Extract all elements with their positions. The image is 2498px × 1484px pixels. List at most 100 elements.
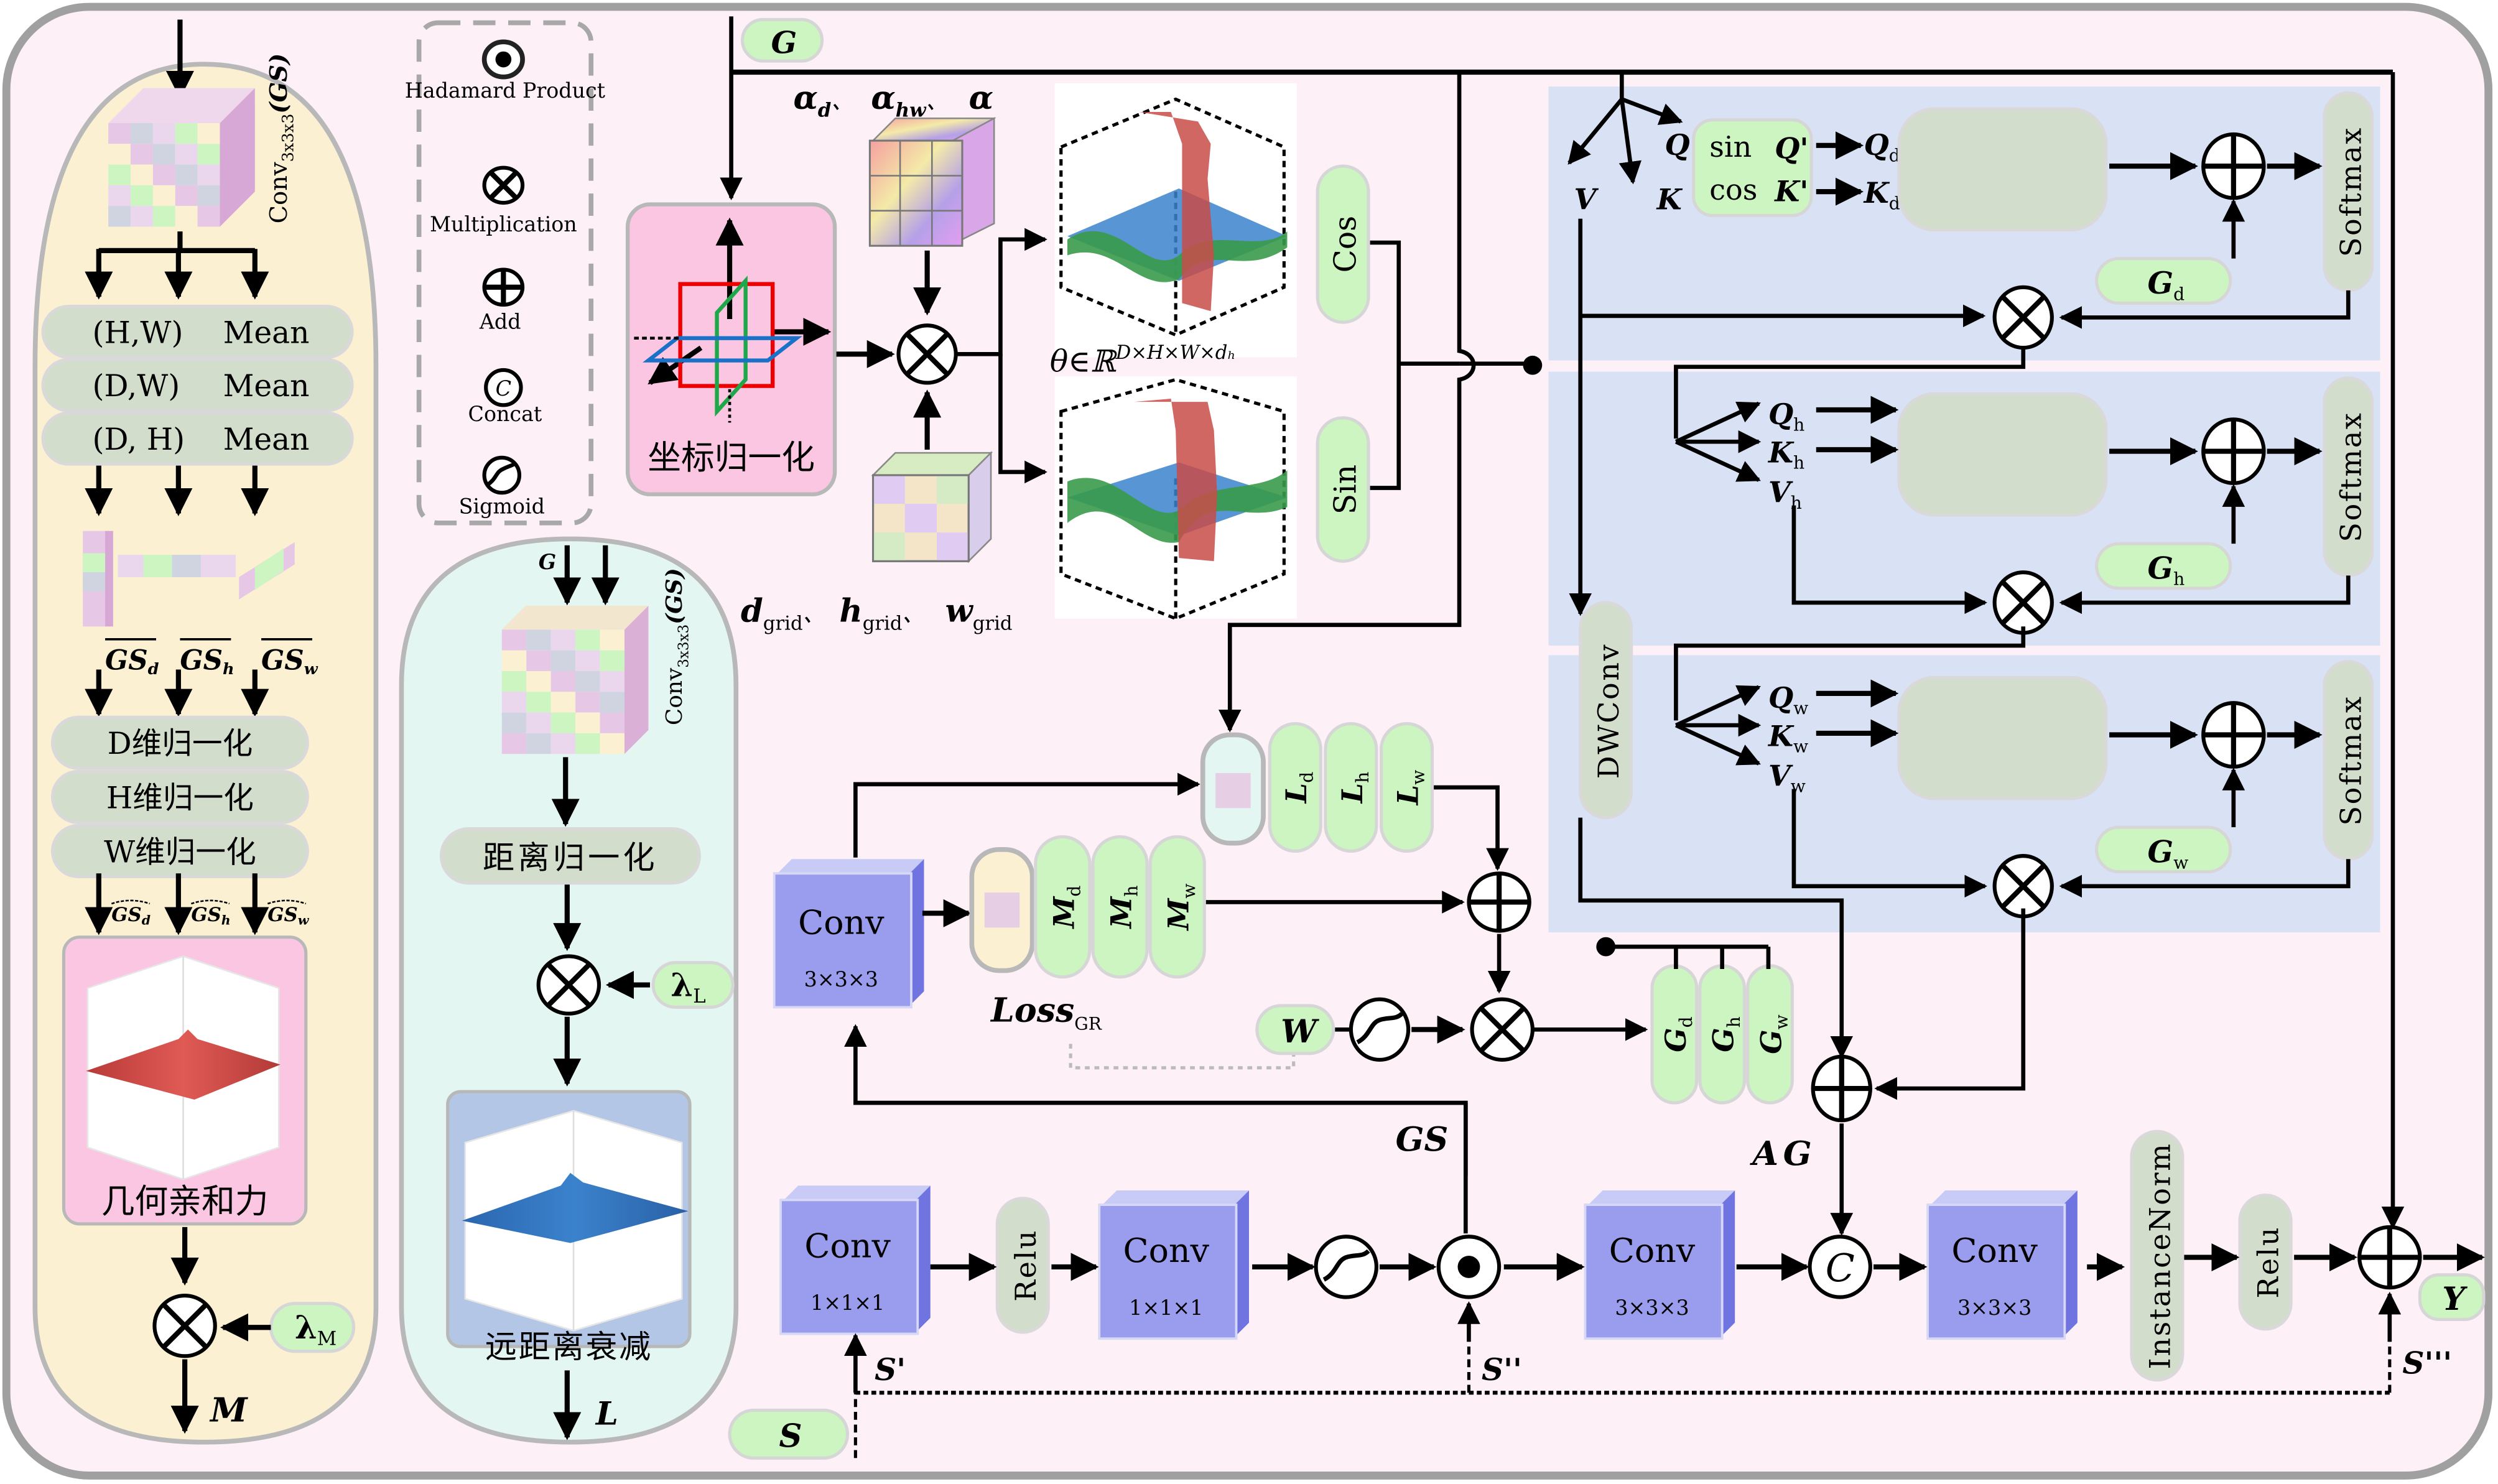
cube-cell <box>575 692 600 713</box>
lambda-m-label: λM <box>295 1309 337 1350</box>
cube-cell <box>501 733 527 754</box>
conv-label: Conv <box>1951 1231 2038 1270</box>
conv-cube-icon <box>108 88 255 227</box>
cube-cell <box>550 733 576 754</box>
conv-kernel-label: 3×3×3 <box>1615 1296 1689 1320</box>
alpha-labels: αd、 αhw、 α <box>793 80 993 122</box>
sin-text: sin <box>1709 130 1752 164</box>
hadamard-product-icon <box>481 39 525 80</box>
gs-hat-label: GSd <box>111 904 151 927</box>
cube-cell <box>575 650 600 672</box>
hat-mark <box>111 899 151 905</box>
cube-cell <box>131 206 153 227</box>
cube-cell <box>526 650 551 672</box>
s-input-label: S <box>779 1417 802 1455</box>
geometric-affinity-panel: Conv3x3x3(GS) (H,W)Mean(D,W)Mean(D, H)Me… <box>32 19 379 1445</box>
mean-row-axes: (D, H) <box>93 422 185 457</box>
decay-plot-label: 远距离衰减 <box>485 1329 652 1366</box>
coord-norm-label: 坐标归一化 <box>648 438 815 477</box>
cube-cell <box>108 164 131 185</box>
cos-text: cos <box>1709 173 1757 206</box>
pill-label: Relu <box>2252 1226 2285 1299</box>
softmax-label: Softmax <box>2334 126 2368 257</box>
cube-cell <box>550 671 576 692</box>
multiply-op-icon <box>1992 570 2054 635</box>
l-w-pill <box>1380 721 1434 853</box>
k-label: K <box>1656 182 1683 216</box>
cube-cell <box>108 123 131 144</box>
svg-text:3×3×3: 3×3×3 <box>804 967 878 991</box>
g-d-label: Gd <box>2148 266 2185 304</box>
output-l-label: L <box>595 1395 618 1432</box>
junction-dot <box>1523 355 1543 375</box>
cube-cell <box>526 671 551 692</box>
distance-norm-pill <box>439 827 701 885</box>
gs-label: GS <box>1396 1120 1449 1159</box>
g-d-pill <box>2095 257 2232 305</box>
cube-cell <box>600 650 624 672</box>
kd-label: Kd <box>1863 176 1900 213</box>
cube-cell <box>550 692 576 713</box>
s-input-pill <box>728 1408 850 1460</box>
add-op-icon <box>2201 701 2266 769</box>
cube-cell <box>501 712 527 733</box>
w-pill <box>1255 1004 1335 1055</box>
score-block <box>1897 392 2108 517</box>
loss-conv-block: Conv 3×3×3 <box>773 859 924 1009</box>
cube-cell <box>108 206 131 227</box>
s-prime-label: S' <box>875 1352 906 1388</box>
gs-hat-label: GSw <box>267 904 309 927</box>
l-h-pill <box>1324 721 1378 853</box>
legend-label-hadamard: Hadamard Product <box>405 78 606 103</box>
multiply-op-icon <box>896 323 958 385</box>
sigmoid-icon <box>482 455 522 495</box>
theta-label: θ∈ℝD×H×W×dₕ <box>1050 341 1236 379</box>
v-h-label: Vh <box>1768 476 1802 513</box>
m-d-label: Md <box>1047 886 1084 930</box>
cube-cell <box>197 164 220 185</box>
conv-kernel-label: 3×3×3 <box>1957 1296 2031 1320</box>
mean-row-axes: (H,W) <box>93 315 183 350</box>
multiply-op-icon <box>536 954 601 1016</box>
add-op-icon <box>1467 871 1531 933</box>
hadamard-op-icon <box>1436 1235 1502 1299</box>
m-w-label: Mw <box>1162 884 1199 932</box>
red-surface-shape <box>86 1029 281 1100</box>
cube-cell <box>197 206 220 227</box>
svg-text:Conv: Conv <box>798 903 885 942</box>
add-op-icon <box>1811 1054 1872 1123</box>
cube-cell <box>131 144 153 165</box>
q-prime-label: Q' <box>1775 131 1808 165</box>
m-h-pill <box>1091 835 1149 979</box>
grid-tensor-icon <box>871 451 993 563</box>
distance-decay-panel: G Conv3x3x3(GS) 距离归一化 λL 远距离衰减 L <box>399 536 739 1445</box>
arrow <box>1791 505 1987 614</box>
coordinate-section: G 坐标归一化 αd、 αhw、 α <box>625 16 2405 1230</box>
g-h-label: Gh <box>1707 1016 1744 1052</box>
cube-cell <box>600 692 624 713</box>
gs-hat-label: GSh <box>191 904 230 927</box>
cos-label: Cos <box>1329 216 1363 273</box>
mean-row-op: Mean <box>223 422 310 457</box>
input-g-label: G <box>539 550 556 574</box>
cube-cell <box>501 650 527 672</box>
q-label: Q <box>1665 128 1689 162</box>
add-op-icon <box>2201 417 2266 485</box>
g-h-label: Gh <box>2148 550 2185 589</box>
arrow <box>1675 685 1761 728</box>
concat-op-icon: C <box>1808 1235 1872 1299</box>
add-icon <box>482 267 525 307</box>
cube-cell <box>152 123 175 144</box>
conv-block: Conv3×3×3 <box>1584 1190 1735 1340</box>
cube-cell <box>197 123 220 144</box>
gs-bar-label: GSw <box>261 644 318 679</box>
l-d-pill <box>1268 721 1322 853</box>
cos-surface-plot <box>1054 83 1297 358</box>
ag-label: AG <box>1749 1134 1816 1173</box>
cube-cell <box>600 629 624 651</box>
score-block <box>1897 107 2108 232</box>
mini-cube-icon <box>1215 772 1251 809</box>
softmax-label: Softmax <box>2334 412 2368 542</box>
